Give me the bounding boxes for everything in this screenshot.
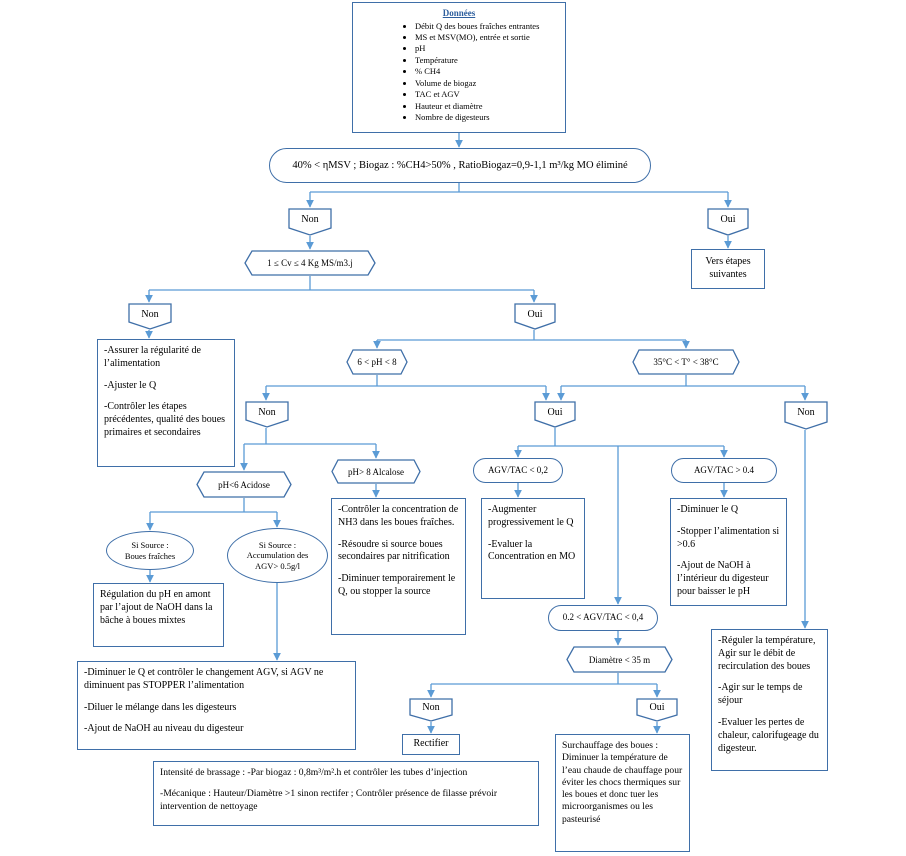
decision-oui-diam: Oui: [636, 698, 678, 722]
source-fresh-node: Si Source : Boues fraîches: [106, 531, 194, 570]
criteria-node: 40% < ηMSV ; Biogaz : %CH4>50% , RatioBi…: [269, 148, 651, 183]
donnees-box: Données Débit Q des boues fraîches entra…: [352, 2, 566, 133]
decision-label: Non: [301, 214, 319, 225]
donnees-list: Débit Q des boues fraîches entrantes MS …: [357, 21, 561, 124]
donnees-item: Volume de biogaz: [415, 78, 561, 89]
ph-range-node: 6 < pH < 8: [346, 349, 408, 375]
next-steps-box: Vers étapes suivantes: [691, 249, 765, 289]
decision-non-diam: Non: [409, 698, 453, 722]
alk-actions-box: -Contrôler la concentration de NH3 dans …: [331, 498, 466, 635]
agv-low-node: AGV/TAC < 0,2: [473, 458, 563, 483]
source-agv-node: Si Source : Accumulation des AGV> 0.5g/l: [227, 528, 328, 583]
mixing-box: Intensité de brassage : -Par biogaz : 0,…: [153, 761, 539, 826]
decision-label: Oui: [720, 214, 736, 225]
agv-mid-node: 0.2 < AGV/TAC < 0,4: [548, 605, 658, 631]
fresh-actions-box: Régulation du pH en amont par l’ajout de…: [93, 583, 224, 647]
decision-oui-1: Oui: [707, 208, 749, 236]
donnees-item: Hauteur et diamètre: [415, 101, 561, 112]
donnees-item: pH: [415, 43, 561, 54]
rectifier-box: Rectifier: [402, 734, 460, 755]
decision-non-temp: Non: [784, 401, 828, 430]
temp-actions-box: -Réguler la température, Agir sur le déb…: [711, 629, 828, 771]
agv-low-actions-box: -Augmenter progressivement le Q -Evaluer…: [481, 498, 585, 599]
agv-acc-actions-box: -Diminuer le Q et contrôler le changemen…: [77, 661, 356, 750]
donnees-item: Nombre de digesteurs: [415, 112, 561, 123]
decision-non-1: Non: [288, 208, 332, 236]
ph-alk-node: pH> 8 Alcalose: [331, 459, 421, 484]
decision-oui-2: Oui: [514, 303, 556, 330]
donnees-item: Débit Q des boues fraîches entrantes: [415, 21, 561, 32]
overheating-box: Surchauffage des boues : Diminuer la tem…: [555, 734, 690, 852]
temp-range-node: 35°C < T° < 38°C: [632, 349, 740, 375]
cv-node: 1 ≤ Cv ≤ 4 Kg MS/m3.j: [244, 250, 376, 276]
decision-non-ph: Non: [245, 401, 289, 428]
agv-high-actions-box: -Diminuer le Q -Stopper l’alimentation s…: [670, 498, 787, 606]
donnees-item: Température: [415, 55, 561, 66]
donnees-item: MS et MSV(MO), entrée et sortie: [415, 32, 561, 43]
ph-acid-node: pH<6 Acidose: [196, 471, 292, 498]
diameter-node: Diamètre < 35 m: [566, 646, 673, 673]
donnees-item: % CH4: [415, 66, 561, 77]
cv-actions-box: -Assurer la régularité de l’alimentation…: [97, 339, 235, 467]
criteria-text: 40% < ηMSV ; Biogaz : %CH4>50% , RatioBi…: [292, 159, 628, 171]
decision-non-2: Non: [128, 303, 172, 330]
agv-high-node: AGV/TAC > 0.4: [671, 458, 777, 483]
donnees-item: TAC et AGV: [415, 89, 561, 100]
decision-oui-3: Oui: [534, 401, 576, 428]
donnees-title: Données: [442, 8, 476, 18]
